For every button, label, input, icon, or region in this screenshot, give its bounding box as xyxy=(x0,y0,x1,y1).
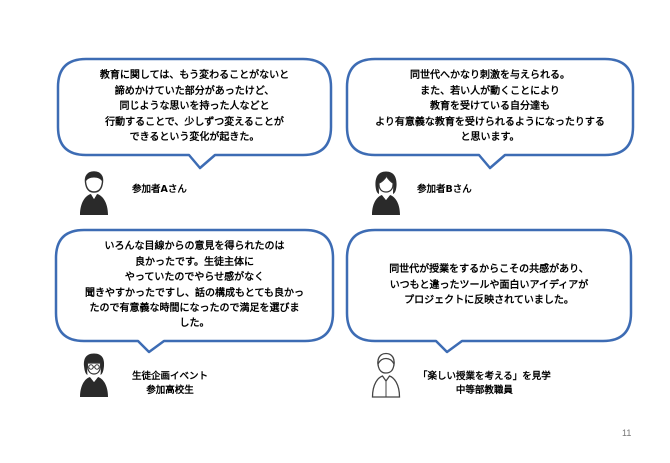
person-caption: 「楽しい授業を考える」を見学 中等部教職員 xyxy=(418,371,551,396)
male-person-icon xyxy=(80,171,108,215)
female-person-icon xyxy=(372,171,400,215)
page-number: 11 xyxy=(622,428,632,438)
person-caption: 参加者Bさん xyxy=(417,184,472,195)
testimonial-text: 教育に関しては、もう変わることがないと 諦めかけていた部分があったけど、 同じよ… xyxy=(99,70,290,144)
teacher-person-icon xyxy=(371,352,401,398)
testimonial-text: 同世代が授業をするからこその共感があり、 いつもと違ったツールや面白いアイディア… xyxy=(389,264,589,307)
person-caption: 生徒企画イベント 参加高校生 xyxy=(132,371,209,396)
testimonial-text: いろんな目線からの意見を得られたのは 良かったです。生徒主体に やっていたのでや… xyxy=(85,241,304,330)
student-person-icon xyxy=(80,353,108,397)
person-caption: 参加者Aさん xyxy=(132,184,187,195)
testimonial-text: 同世代へかなり刺激を与えられる。 また、若い人が動くことにより 教育を受けている… xyxy=(375,70,605,144)
